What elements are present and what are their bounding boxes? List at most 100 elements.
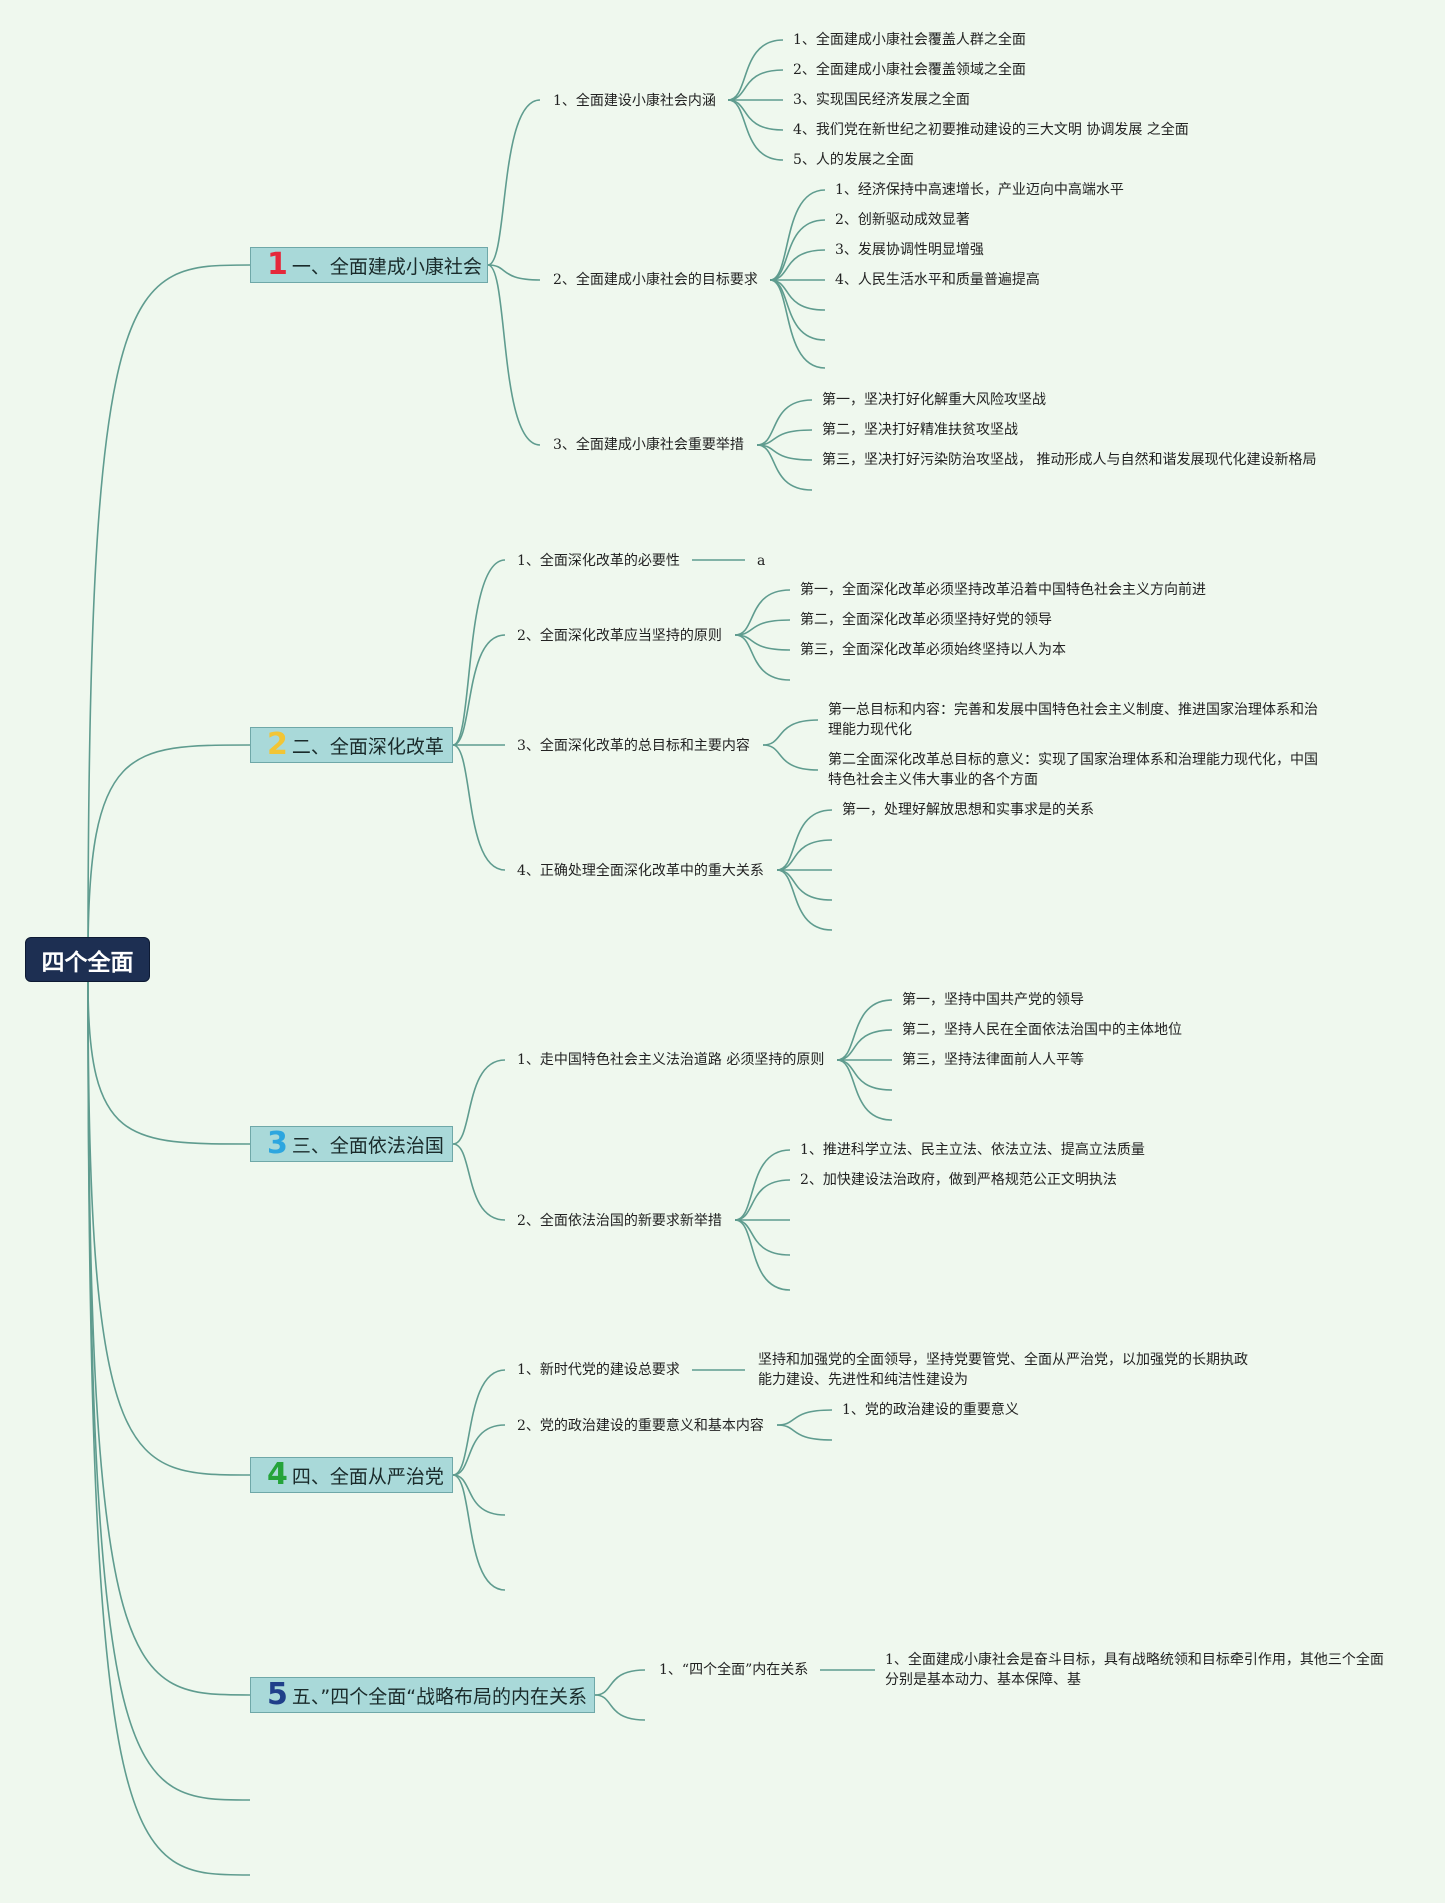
s5-c1-label[interactable]: 1、“四个全面”内在关系 [659,1662,809,1678]
s1-c1-item-2[interactable]: 2、全面建成小康社会覆盖领域之全面 [793,62,1026,78]
section-2-node[interactable]: 2 二、全面深化改革 [250,727,453,763]
section-2-number: 2 [267,727,288,762]
s1-branch-2 [487,264,541,281]
s3-branch-1 [452,1059,506,1145]
s2-c1-item-1[interactable]: a [757,553,766,569]
s4-branch-3 [452,1474,506,1516]
s3-c1-label[interactable]: 1、走中国特色社会主义法治道路 必须坚持的原则 [517,1052,825,1068]
s2-c2-leaf-4 [734,634,791,681]
section-4-node[interactable]: 4 四、全面从严治党 [250,1457,453,1493]
s2-c2-label[interactable]: 2、全面深化改革应当坚持的原则 [517,628,722,644]
section-4-number: 4 [267,1457,288,1492]
s4-c1-label[interactable]: 1、新时代党的建设总要求 [517,1362,680,1378]
s3-c2-leaf-5 [734,1219,791,1291]
s3-c1-item-1[interactable]: 第一，坚持中国共产党的领导 [902,992,1084,1008]
s2-branch-1 [452,559,506,746]
s2-branch-4 [452,744,506,871]
section-3-label: 三、全面依法治国 [291,1134,444,1157]
s1-c2-label[interactable]: 2、全面建成小康社会的目标要求 [553,272,758,288]
s3-c2-item-1[interactable]: 1、推进科学立法、民主立法、依法立法、提高立法质量 [800,1142,1145,1158]
s1-c1-item-1[interactable]: 1、全面建成小康社会覆盖人群之全面 [793,32,1026,48]
section-2-label: 二、全面深化改革 [291,735,444,758]
s1-c3-leaf-4 [756,444,813,491]
s2-c4-leaf-5 [776,869,833,931]
s3-c2-leaf-1 [734,1149,791,1221]
s2-c4-label[interactable]: 4、正确处理全面深化改革中的重大关系 [517,863,764,879]
root-branch-3 [87,981,251,1145]
section-5-number: 5 [267,1677,288,1712]
s1-c2-leaf-1 [769,189,826,281]
s5-c1-item-1[interactable]: 1、全面建成小康社会是奋斗目标，具有战略统领和目标牵引作用，其他三个全面分别是基… [885,1652,1384,1688]
section-1-label: 一、全面建成小康社会 [291,255,482,278]
s2-c2-item-3[interactable]: 第三，全面深化改革必须始终坚持以人为本 [800,642,1066,658]
s4-c2-leaf-1 [776,1409,833,1426]
root-branch-1 [87,264,251,958]
s1-c1-leaf-1 [727,39,784,101]
s1-c1-item-4[interactable]: 4、我们党在新世纪之初要推动建设的三大文明 协调发展 之全面 [793,122,1189,138]
s3-c2-leaf-2 [734,1179,791,1221]
s2-c3-label[interactable]: 3、全面深化改革的总目标和主要内容 [517,738,750,754]
s4-c1-item-1[interactable]: 坚持和加强党的全面领导，坚持党要管党、全面从严治党，以加强党的长期执政能力建设、… [758,1352,1248,1388]
s1-c3-item-3[interactable]: 第三，坚决打好污染防治攻坚战， 推动形成人与自然和谐发展现代化建设新格局 [822,452,1317,468]
s5-branch-1 [594,1669,646,1696]
s1-c3-item-1[interactable]: 第一，坚决打好化解重大风险攻坚战 [822,392,1046,408]
root-branch-6 [87,981,251,1801]
s3-c2-item-2[interactable]: 2、加快建设法治政府，做到严格规范公正文明执法 [800,1172,1117,1188]
s2-c2-item-1[interactable]: 第一，全面深化改革必须坚持改革沿着中国特色社会主义方向前进 [800,582,1206,598]
s1-c2-item-1[interactable]: 1、经济保持中高速增长，产业迈向中高端水平 [835,182,1124,198]
section-1-number: 1 [267,247,288,282]
s4-c2-item-1[interactable]: 1、党的政治建设的重要意义 [842,1402,1019,1418]
s2-c3-item-1[interactable]: 第一总目标和内容：完善和发展中国特色社会主义制度、推进国家治理体系和治理能力现代… [828,702,1318,738]
s2-c3-leaf-2 [762,744,819,771]
s2-c2-item-2[interactable]: 第二，全面深化改革必须坚持好党的领导 [800,612,1052,628]
s3-branch-2 [452,1143,506,1221]
s1-c3-label[interactable]: 3、全面建成小康社会重要举措 [553,437,744,453]
s1-c2-leaf-7 [769,279,826,369]
s4-branch-1 [452,1369,506,1476]
s2-c2-leaf-2 [734,619,791,636]
root-branch-2 [87,744,251,958]
s4-branch-2 [452,1424,506,1476]
s4-c2-leaf-2 [776,1424,833,1441]
s1-c1-leaf-5 [727,99,784,161]
section-3-number: 3 [267,1126,288,1161]
root-branch-4 [87,981,251,1476]
s1-c1-label[interactable]: 1、全面建设小康社会内涵 [553,93,716,109]
section-1-node[interactable]: 1 一、全面建成小康社会 [250,247,488,283]
s3-c1-leaf-2 [836,1029,893,1061]
s1-c1-item-5[interactable]: 5、人的发展之全面 [793,152,914,168]
s1-c3-item-2[interactable]: 第二，坚决打好精准扶贫攻坚战 [822,422,1018,438]
s1-c1-leaf-2 [727,69,784,101]
s2-c4-leaf-2 [776,839,833,871]
s1-c3-leaf-1 [756,399,813,446]
s4-c2-label[interactable]: 2、党的政治建设的重要意义和基本内容 [517,1418,764,1434]
s3-c1-item-2[interactable]: 第二，坚持人民在全面依法治国中的主体地位 [902,1022,1182,1038]
s2-c4-item-1[interactable]: 第一，处理好解放思想和实事求是的关系 [842,802,1094,818]
root-node[interactable]: 四个全面 [25,937,150,982]
section-3-node[interactable]: 3 三、全面依法治国 [250,1126,453,1162]
s1-c2-item-2[interactable]: 2、创新驱动成效显著 [835,212,970,228]
s2-c2-leaf-1 [734,589,791,636]
s2-c4-leaf-1 [776,809,833,871]
s2-c1-label[interactable]: 1、全面深化改革的必要性 [517,553,680,569]
s3-c1-leaf-5 [836,1059,893,1121]
s1-c2-item-3[interactable]: 3、发展协调性明显增强 [835,242,984,258]
s3-c1-leaf-1 [836,999,893,1061]
s2-branch-2 [452,634,506,746]
section-4-label: 四、全面从严治党 [291,1465,444,1488]
s2-c3-item-2[interactable]: 第二全面深化改革总目标的意义：实现了国家治理体系和治理能力现代化，中国特色社会主… [828,752,1318,788]
section-5-label: 五、”四个全面“战略布局的内在关系 [291,1685,588,1708]
s1-branch-1 [487,99,541,266]
root-branch-5 [87,981,251,1696]
s1-c2-item-4[interactable]: 4、人民生活水平和质量普遍提高 [835,272,1040,288]
s1-c3-leaf-2 [756,429,813,446]
s3-c2-label[interactable]: 2、全面依法治国的新要求新举措 [517,1213,722,1229]
s1-branch-3 [487,264,541,446]
s3-c1-item-3[interactable]: 第三，坚持法律面前人人平等 [902,1052,1084,1068]
s2-c3-leaf-1 [762,719,819,746]
section-5-node[interactable]: 5 五、”四个全面“战略布局的内在关系 [250,1677,595,1713]
s1-c2-leaf-2 [769,219,826,281]
s4-branch-4 [452,1474,506,1591]
s1-c1-item-3[interactable]: 3、实现国民经济发展之全面 [793,92,970,108]
